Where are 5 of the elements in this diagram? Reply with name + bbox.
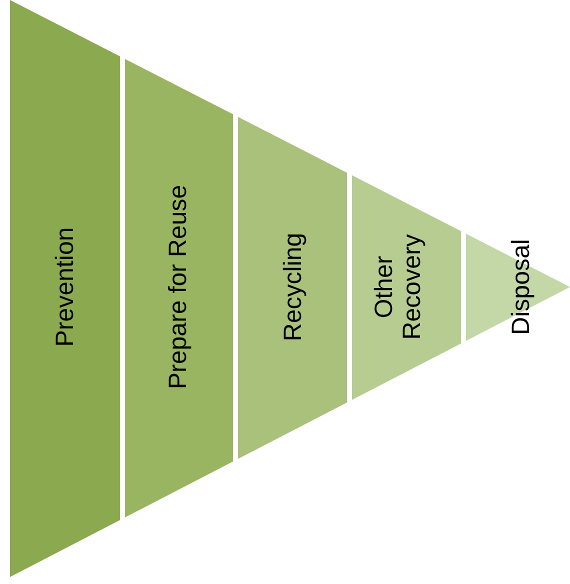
segment-label: Disposal (507, 238, 535, 337)
segment-label: Prevention (51, 226, 79, 349)
segment-label: Prepare for Reuse (164, 184, 192, 392)
segment-label: Other Recovery (370, 233, 426, 342)
segment-label: Recycling (279, 232, 307, 344)
